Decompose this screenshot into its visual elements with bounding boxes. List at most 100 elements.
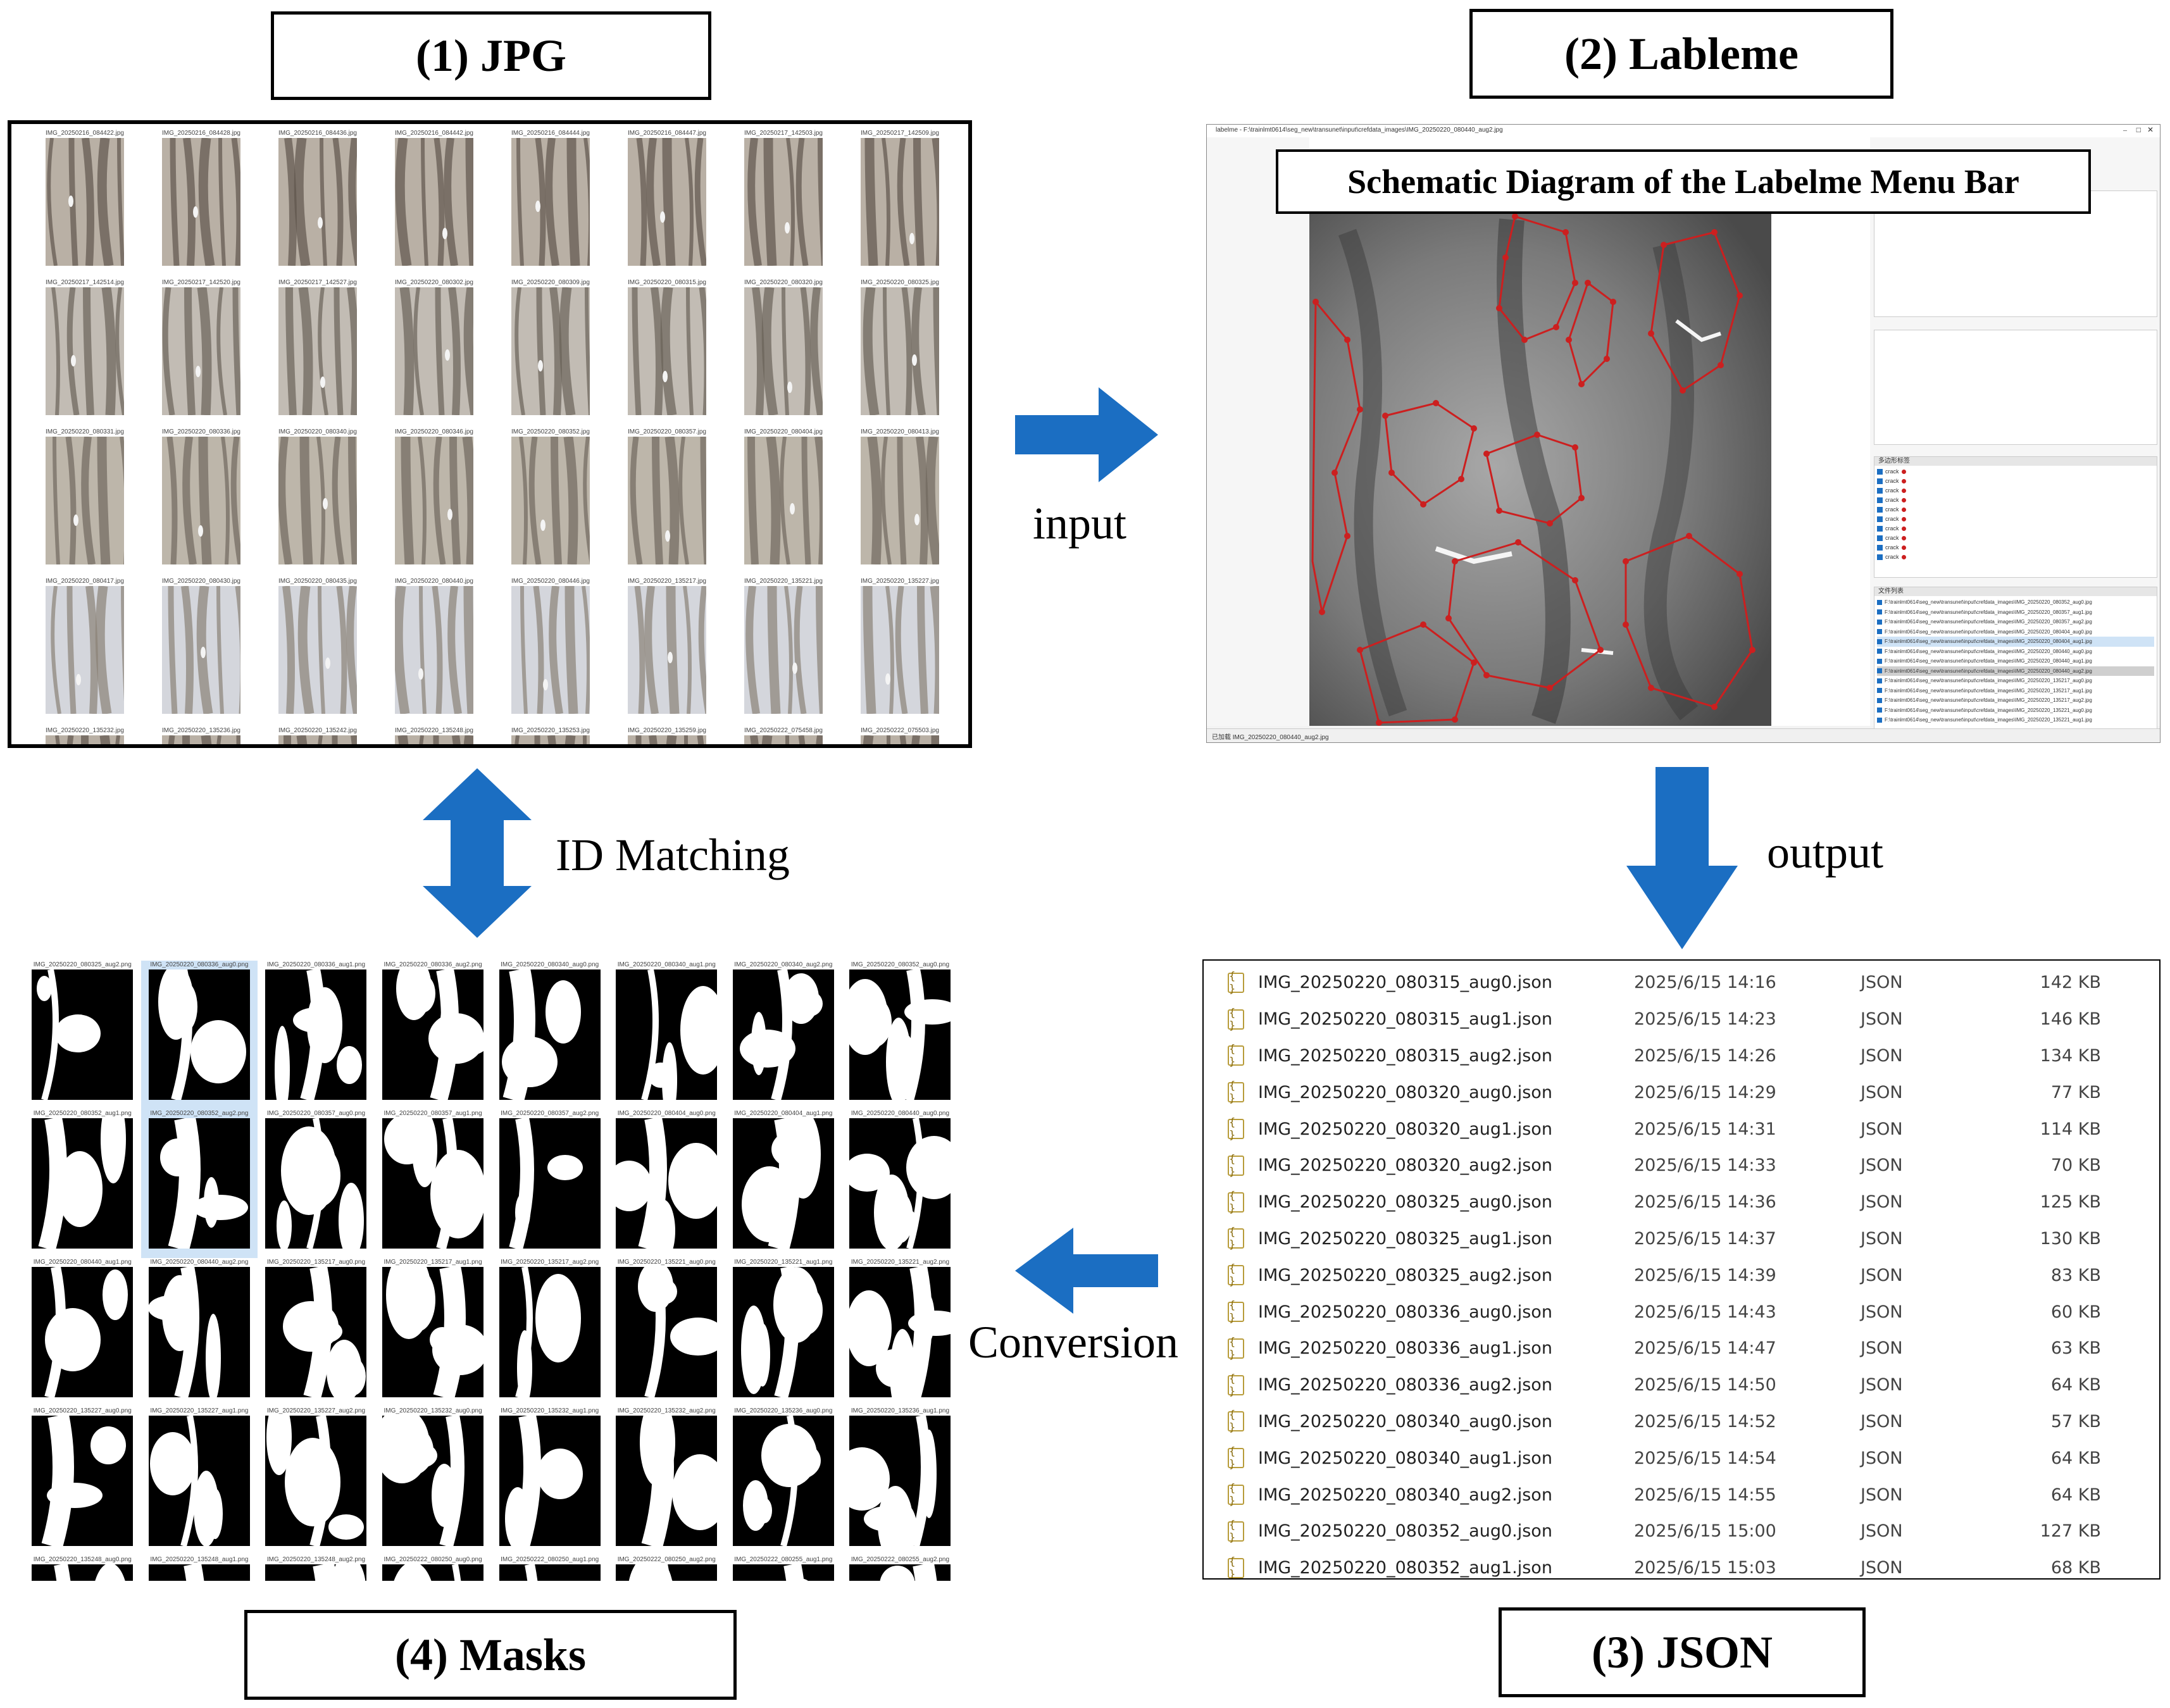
jpg-thumbnail-item[interactable]: IMG_20250220_080435.jpg: [259, 577, 376, 726]
mask-thumbnail-item[interactable]: IMG_20250220_080336_aug1.png: [258, 961, 375, 1109]
maximize-icon[interactable]: □: [2136, 125, 2141, 134]
mask-thumbnail-item[interactable]: IMG_20250220_080404_aug1.png: [725, 1109, 842, 1258]
jpg-thumbnail-item[interactable]: IMG_20250220_080440.jpg: [376, 577, 492, 726]
polygon-label-item[interactable]: crack: [1877, 505, 2154, 514]
mask-thumbnail-item[interactable]: IMG_20250220_080357_aug0.png: [258, 1109, 375, 1258]
mask-thumbnail-item[interactable]: IMG_20250220_135248_aug0.png: [24, 1555, 141, 1581]
polygon-label-item[interactable]: crack: [1877, 467, 2154, 477]
checkbox-icon[interactable]: [1877, 717, 1882, 723]
file-list-item[interactable]: F:\trainlmt0614\seg_new\transunet\input\…: [1877, 706, 2154, 716]
close-icon[interactable]: ✕: [2147, 125, 2154, 134]
jpg-thumbnail-item[interactable]: IMG_20250220_080346.jpg: [376, 428, 492, 577]
jpg-thumbnail-item[interactable]: IMG_20250220_080413.jpg: [842, 428, 958, 577]
jpg-thumbnail-item[interactable]: IMG_20250217_142527.jpg: [259, 278, 376, 428]
file-list-item[interactable]: F:\trainlmt0614\seg_new\transunet\input\…: [1877, 686, 2154, 696]
mask-thumbnail-item[interactable]: IMG_20250220_080357_aug1.png: [375, 1109, 492, 1258]
jpg-thumbnail-item[interactable]: IMG_20250217_142509.jpg: [842, 129, 958, 278]
checkbox-icon[interactable]: [1877, 688, 1882, 694]
jpg-thumbnail-item[interactable]: IMG_20250216_084442.jpg: [376, 129, 492, 278]
jpg-thumbnail-item[interactable]: IMG_20250220_135232.jpg: [27, 726, 143, 744]
checkbox-icon[interactable]: [1877, 516, 1883, 522]
polygon-label-item[interactable]: crack: [1877, 496, 2154, 505]
mask-thumbnail-item[interactable]: IMG_20250220_080336_aug0.png: [140, 961, 258, 1109]
mask-thumbnail-item[interactable]: IMG_20250220_080440_aug2.png: [141, 1258, 258, 1407]
checkbox-icon[interactable]: [1877, 629, 1882, 635]
checkbox-icon[interactable]: [1877, 478, 1883, 484]
checkbox-icon[interactable]: [1877, 649, 1882, 654]
mask-thumbnail-item[interactable]: IMG_20250222_080250_aug2.png: [608, 1555, 725, 1581]
minimize-icon[interactable]: –: [2123, 125, 2127, 134]
polygon-label-item[interactable]: crack: [1877, 514, 2154, 524]
mask-thumbnail-item[interactable]: IMG_20250220_135232_aug1.png: [491, 1407, 608, 1555]
checkbox-icon[interactable]: [1877, 678, 1882, 683]
mask-thumbnail-item[interactable]: IMG_20250220_080336_aug2.png: [375, 961, 492, 1109]
mask-thumbnail-item[interactable]: IMG_20250220_080352_aug0.png: [842, 961, 959, 1109]
mask-thumbnail-item[interactable]: IMG_20250220_135221_aug1.png: [725, 1258, 842, 1407]
jpg-thumbnail-item[interactable]: IMG_20250220_135248.jpg: [376, 726, 492, 744]
annotated-crack-image[interactable]: [1309, 207, 1771, 726]
file-list-item[interactable]: F:\trainlmt0614\seg_new\transunet\input\…: [1877, 608, 2154, 618]
mask-thumbnail-item[interactable]: IMG_20250222_080255_aug1.png: [725, 1555, 842, 1581]
jpg-thumbnail-item[interactable]: IMG_20250222_075503.jpg: [842, 726, 958, 744]
jpg-thumbnail-item[interactable]: IMG_20250217_142514.jpg: [27, 278, 143, 428]
mask-thumbnail-item[interactable]: IMG_20250220_135221_aug0.png: [608, 1258, 725, 1407]
mask-thumbnail-item[interactable]: IMG_20250220_080404_aug0.png: [608, 1109, 725, 1258]
jpg-thumbnail-item[interactable]: IMG_20250220_080336.jpg: [143, 428, 259, 577]
jpg-thumbnail-item[interactable]: IMG_20250216_084436.jpg: [259, 129, 376, 278]
jpg-thumbnail-item[interactable]: IMG_20250220_080309.jpg: [492, 278, 609, 428]
checkbox-icon[interactable]: [1877, 697, 1882, 703]
mask-thumbnail-item[interactable]: IMG_20250220_135232_aug0.png: [375, 1407, 492, 1555]
jpg-thumbnail-item[interactable]: IMG_20250220_080446.jpg: [492, 577, 609, 726]
checkbox-icon[interactable]: [1877, 545, 1883, 551]
jpg-thumbnail-item[interactable]: IMG_20250220_135227.jpg: [842, 577, 958, 726]
mask-thumbnail-item[interactable]: IMG_20250220_080340_aug0.png: [491, 961, 608, 1109]
checkbox-icon[interactable]: [1877, 554, 1883, 560]
checkbox-icon[interactable]: [1877, 619, 1882, 625]
jpg-thumbnail-item[interactable]: IMG_20250220_135221.jpg: [725, 577, 842, 726]
jpg-thumbnail-item[interactable]: IMG_20250220_135236.jpg: [143, 726, 259, 744]
mask-thumbnail-item[interactable]: IMG_20250222_080255_aug2.png: [842, 1555, 959, 1581]
file-list-item[interactable]: F:\trainlmt0614\seg_new\transunet\input\…: [1877, 637, 2154, 647]
jpg-thumbnail-item[interactable]: IMG_20250220_080352.jpg: [492, 428, 609, 577]
checkbox-icon[interactable]: [1877, 708, 1882, 713]
checkbox-icon[interactable]: [1877, 599, 1882, 605]
jpg-thumbnail-item[interactable]: IMG_20250220_135253.jpg: [492, 726, 609, 744]
checkbox-icon[interactable]: [1877, 639, 1882, 644]
mask-thumbnail-item[interactable]: IMG_20250220_080352_aug2.png: [140, 1109, 258, 1258]
jpg-thumbnail-item[interactable]: IMG_20250220_080430.jpg: [143, 577, 259, 726]
file-list-item[interactable]: F:\trainlmt0614\seg_new\transunet\input\…: [1877, 647, 2154, 657]
jpg-thumbnail-item[interactable]: IMG_20250220_080315.jpg: [609, 278, 725, 428]
file-list-item[interactable]: F:\trainlmt0614\seg_new\transunet\input\…: [1877, 695, 2154, 706]
jpg-thumbnail-item[interactable]: IMG_20250220_080404.jpg: [725, 428, 842, 577]
mask-thumbnail-item[interactable]: IMG_20250220_080340_aug1.png: [608, 961, 725, 1109]
jpg-thumbnail-item[interactable]: IMG_20250217_142503.jpg: [725, 129, 842, 278]
file-list-item[interactable]: F:\trainlmt0614\seg_new\transunet\input\…: [1877, 627, 2154, 637]
checkbox-icon[interactable]: [1877, 535, 1883, 541]
mask-thumbnail-item[interactable]: IMG_20250220_135227_aug2.png: [258, 1407, 375, 1555]
mask-thumbnail-item[interactable]: IMG_20250220_080340_aug2.png: [725, 961, 842, 1109]
checkbox-icon[interactable]: [1877, 488, 1883, 494]
mask-thumbnail-item[interactable]: IMG_20250220_080352_aug1.png: [24, 1109, 141, 1258]
polygon-label-item[interactable]: crack: [1877, 533, 2154, 543]
polygon-label-item[interactable]: crack: [1877, 552, 2154, 562]
jpg-thumbnail-item[interactable]: IMG_20250220_080331.jpg: [27, 428, 143, 577]
jpg-thumbnail-item[interactable]: IMG_20250220_080417.jpg: [27, 577, 143, 726]
checkbox-icon[interactable]: [1877, 526, 1883, 532]
file-list-item[interactable]: F:\trainlmt0614\seg_new\transunet\input\…: [1877, 597, 2154, 608]
mask-thumbnail-item[interactable]: IMG_20250220_080325_aug2.png: [24, 961, 141, 1109]
mask-thumbnail-item[interactable]: IMG_20250220_135236_aug1.png: [842, 1407, 959, 1555]
